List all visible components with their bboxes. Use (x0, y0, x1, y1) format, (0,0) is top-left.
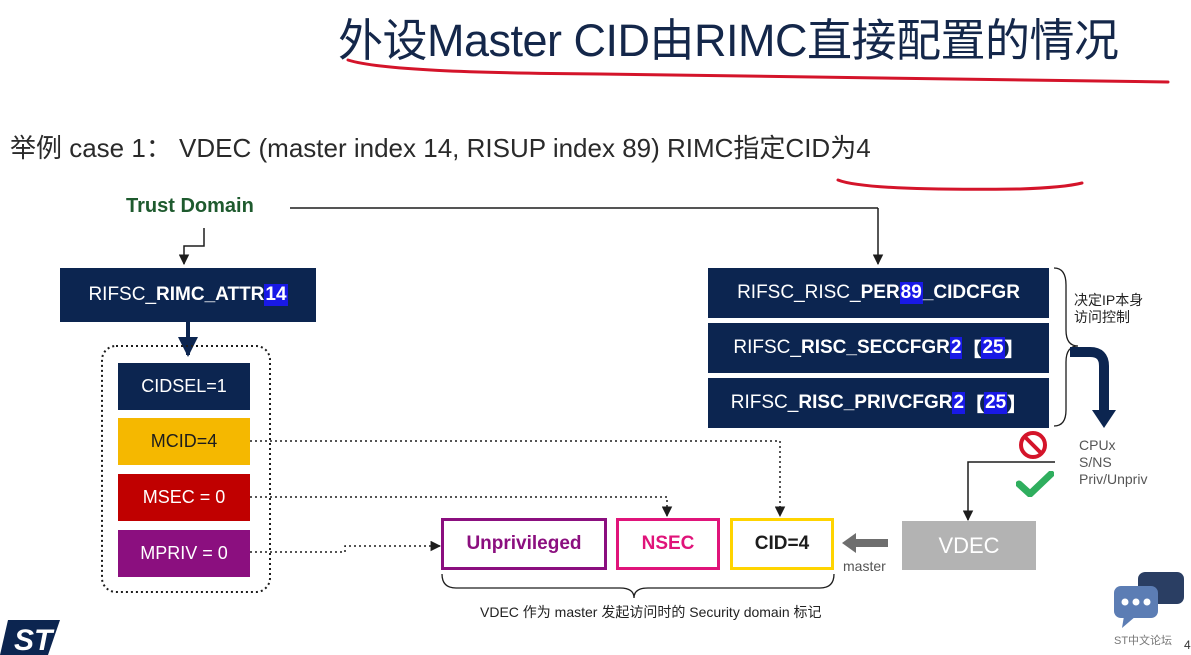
check-icon (1016, 471, 1054, 497)
master-label: master (843, 558, 886, 574)
example-text: 举例 case 1： VDEC (master index 14, RISUP … (10, 133, 871, 163)
mpriv-field: MPRIV = 0 (118, 530, 250, 577)
cid-tag: CID=4 (730, 518, 834, 570)
forum-label: ST中文论坛 (1114, 635, 1173, 647)
st-logo: ST (0, 620, 60, 655)
no-entry-icon (1019, 431, 1047, 459)
caption: VDEC 作为 master 发起访问时的 Security domain 标记 (480, 604, 822, 620)
cidsel-field: CIDSEL=1 (118, 363, 250, 410)
page-number: 4 (1184, 638, 1191, 652)
chat-bubble-icon (1114, 572, 1184, 628)
mcid-field: MCID=4 (118, 418, 250, 465)
arrow-left-icon (842, 533, 888, 553)
ip-access-note: 决定IP本身 访问控制 (1074, 292, 1144, 325)
trust-domain-label: Trust Domain (126, 195, 254, 217)
title-underline (346, 58, 1170, 84)
curved-arrow-icon (1070, 347, 1109, 412)
nsec-tag: NSEC (616, 518, 720, 570)
vdec-block: VDEC (902, 521, 1036, 570)
example-underline (836, 178, 1084, 191)
msec-field: MSEC = 0 (118, 474, 250, 521)
page-title: 外设Master CID由RIMC直接配置的情况 (338, 15, 1119, 66)
svg-text:ST: ST (14, 624, 55, 655)
access-types-note: CPUx S/NS Priv/Unpriv (1079, 437, 1148, 487)
unprivileged-tag: Unprivileged (441, 518, 607, 570)
